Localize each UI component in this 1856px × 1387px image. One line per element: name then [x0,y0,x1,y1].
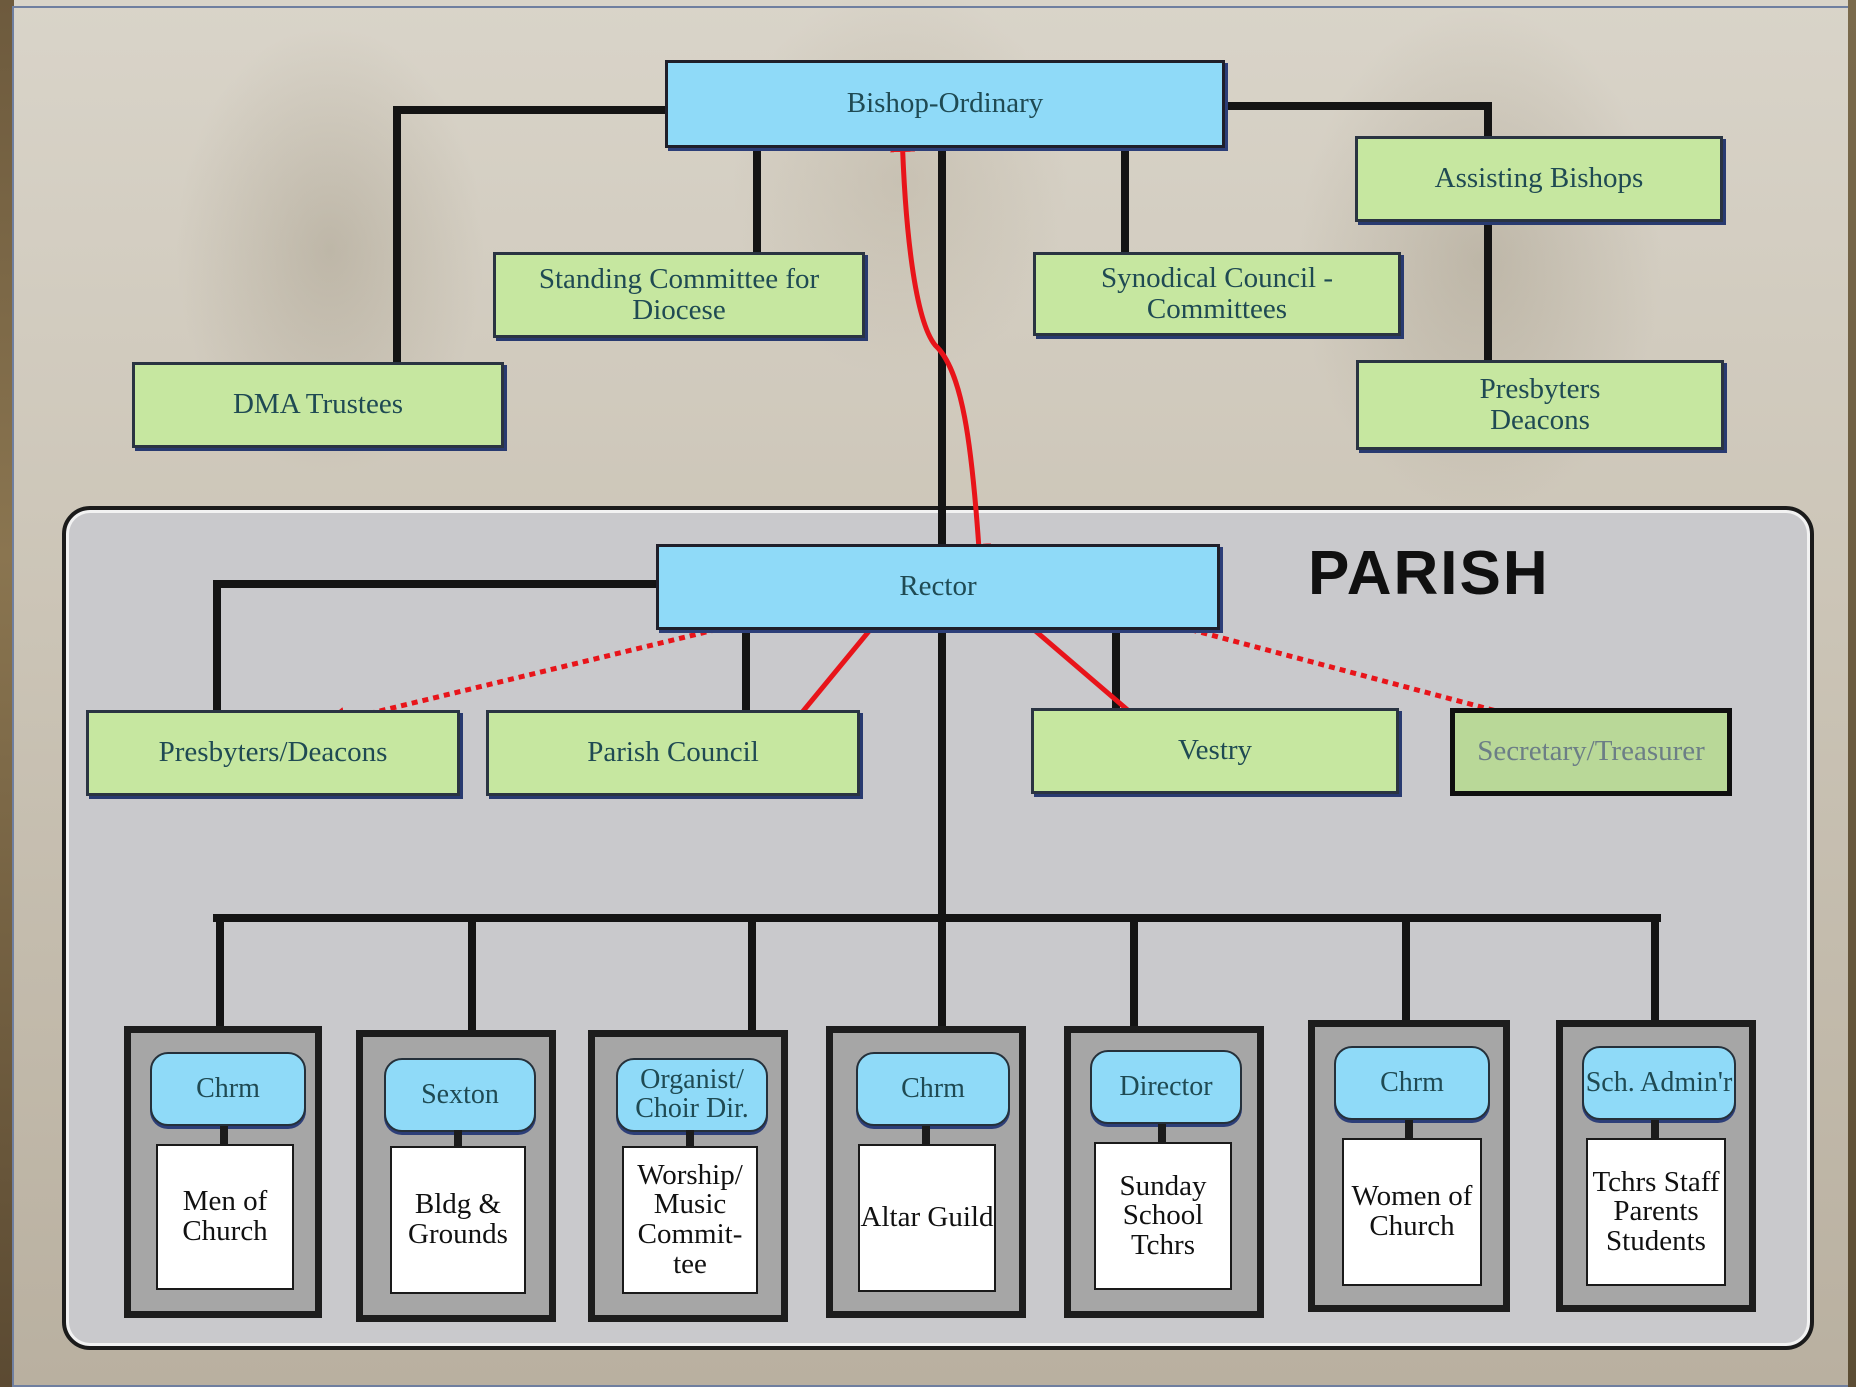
assisting-bishops-label: Assisting Bishops [1434,162,1644,195]
connector-rector-presbyters [213,580,660,714]
standing-committee-box: Standing Committee for Diocese [493,252,865,338]
group-3-unit: Worship/ Music Commit- tee [622,1146,758,1294]
bishop-ordinary-box: Bishop-Ordinary [665,60,1225,148]
group-5-stub [1158,1124,1166,1142]
connector-bishop-dma [393,106,669,366]
group-6-stub [1405,1120,1413,1138]
group-2-unit: Bldg & Grounds [390,1146,526,1294]
rector-label: Rector [899,570,977,603]
group-4-stub [922,1126,930,1144]
secretary-treasurer-box: Secretary/Treasurer [1450,708,1732,796]
assisting-bishops-box: Assisting Bishops [1355,136,1723,222]
group-7-unit: Tchrs Staff Parents Students [1586,1138,1726,1286]
group-1-stub [220,1126,228,1144]
org-connectors [213,102,1661,1036]
group-6-leader: Chrm [1334,1046,1490,1120]
link-bishop-rector [890,127,992,569]
parish-presbyters-deacons-label: Presbyters/Deacons [158,736,388,769]
group-5-unit: Sunday School Tchrs [1094,1142,1232,1290]
parish-council-box: Parish Council [486,710,860,796]
group-1-unit: Men of Church [156,1144,294,1290]
group-2-stub [454,1130,462,1148]
synodical-council-label: Synodical Council - Committees [1101,261,1333,325]
presbyters-deacons-label: Presbyters Deacons [1479,372,1601,436]
group-4-unit: Altar Guild [858,1144,996,1292]
vestry-label: Vestry [1177,734,1253,767]
vestry-box: Vestry [1031,708,1399,794]
group-3-stub [686,1130,694,1148]
group-6-unit: Women of Church [1342,1138,1482,1286]
presbyters-deacons-box: Presbyters Deacons [1356,360,1724,450]
group-5-leader: Director [1090,1050,1242,1124]
group-7-stub [1651,1120,1659,1138]
group-7-leader: Sch. Admin'r [1582,1046,1736,1120]
group-4-leader: Chrm [856,1052,1010,1126]
standing-committee-label: Standing Committee for Diocese [538,262,820,326]
page-frame [12,6,1848,1387]
parish-council-label: Parish Council [587,736,759,769]
secretary-treasurer-label: Secretary/Treasurer [1477,735,1705,768]
rector-box: Rector [656,544,1220,630]
synodical-council-box: Synodical Council - Committees [1033,252,1401,336]
dma-trustees-label: DMA Trustees [232,388,404,421]
connector-bishop-assisting [1223,102,1492,140]
dma-trustees-box: DMA Trustees [132,362,504,448]
group-2-leader: Sexton [384,1058,536,1132]
parish-presbyters-deacons-box: Presbyters/Deacons [86,710,460,796]
bishop-ordinary-label: Bishop-Ordinary [846,87,1044,120]
group-1-leader: Chrm [150,1052,306,1126]
group-3-leader: Organist/ Choir Dir. [616,1058,768,1132]
link-rector-presbyters-dotted [321,580,893,732]
